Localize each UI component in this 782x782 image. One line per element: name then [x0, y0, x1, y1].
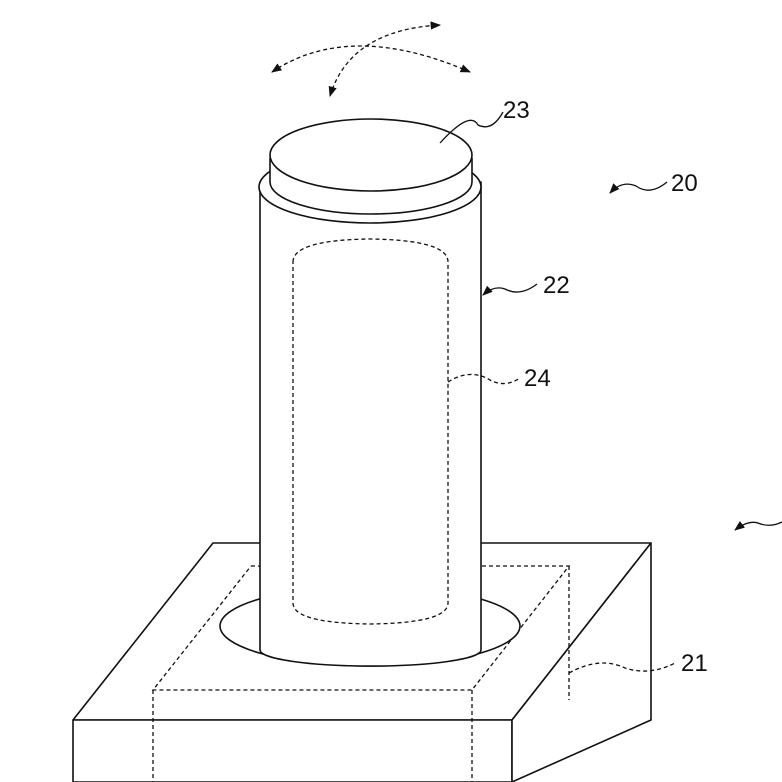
- inner-member: [292, 238, 449, 625]
- label-23: 23: [503, 97, 530, 124]
- base-right-face: [511, 542, 652, 782]
- cap-top: [269, 118, 473, 192]
- label-24: 24: [524, 365, 551, 392]
- base-front-face: [72, 719, 513, 782]
- label-20: 20: [671, 170, 698, 197]
- label-22: 22: [543, 272, 570, 299]
- motion-arrows: [271, 21, 471, 97]
- leader-lines: [439, 111, 782, 674]
- cap: [269, 118, 473, 215]
- label-21: 21: [681, 650, 708, 677]
